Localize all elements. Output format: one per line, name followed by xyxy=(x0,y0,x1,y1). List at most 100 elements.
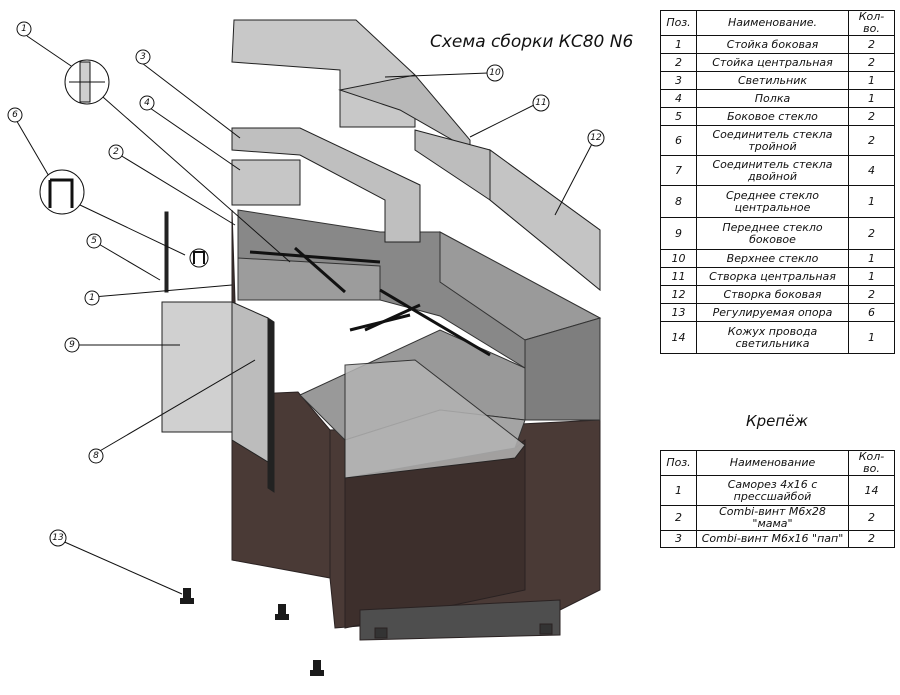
cell-qty: 6 xyxy=(848,303,895,322)
cell-qty: 2 xyxy=(848,107,895,126)
col-qty: Кол-во. xyxy=(848,450,895,476)
cell-name: Переднее стекло боковое xyxy=(696,217,849,250)
detail-bubble-small xyxy=(189,248,209,268)
cell-qty: 2 xyxy=(848,505,895,531)
cell-name: Створка центральная xyxy=(696,267,849,286)
svg-text:6: 6 xyxy=(12,110,18,120)
glass-panels xyxy=(161,19,601,493)
callouts: 1 6 3 4 2 5 1 9 8 10 11 12 13 xyxy=(7,21,605,547)
cell-qty: 1 xyxy=(848,321,895,354)
cell-pos: 14 xyxy=(660,321,697,354)
callout-6: 6 xyxy=(7,107,23,123)
svg-text:8: 8 xyxy=(93,451,99,461)
callout-8: 8 xyxy=(88,448,104,464)
fasteners-table-header: Поз. Наименование Кол-во. xyxy=(660,450,895,476)
cell-name: Боковое стекло xyxy=(696,107,849,126)
cell-pos: 3 xyxy=(660,530,697,548)
cell-name: Верхнее стекло xyxy=(696,249,849,268)
cell-pos: 11 xyxy=(660,267,697,286)
cell-qty: 2 xyxy=(848,35,895,54)
cell-name: Соединитель стекла двойной xyxy=(696,155,849,186)
callout-12: 12 xyxy=(587,129,605,147)
cell-pos: 6 xyxy=(660,125,697,156)
cell-pos: 13 xyxy=(660,303,697,322)
cell-qty: 1 xyxy=(848,249,895,268)
cell-name: Combi-винт М6х28 "мама" xyxy=(696,505,849,531)
cell-pos: 12 xyxy=(660,285,697,304)
col-pos: Поз. xyxy=(660,450,697,476)
cell-name: Кожух провода светильника xyxy=(696,321,849,354)
mechanism-rods xyxy=(249,246,491,357)
col-qty: Кол-во. xyxy=(848,10,895,36)
cell-name: Створка боковая xyxy=(696,285,849,304)
cell-pos: 8 xyxy=(660,185,697,218)
cell-name: Стойка центральная xyxy=(696,53,849,72)
cell-name: Полка xyxy=(696,89,849,108)
cell-pos: 5 xyxy=(660,107,697,126)
cell-name: Combi-винт М6х16 "пап" xyxy=(696,530,849,548)
col-name: Наименование. xyxy=(696,10,849,36)
callout-1: 1 xyxy=(84,290,100,306)
cell-pos: 9 xyxy=(660,217,697,250)
svg-text:1: 1 xyxy=(21,24,27,34)
callout-3: 3 xyxy=(135,49,151,65)
cell-qty: 2 xyxy=(848,530,895,548)
callout-10: 10 xyxy=(486,64,504,82)
svg-text:1: 1 xyxy=(89,293,95,303)
callout-11: 11 xyxy=(532,94,550,112)
svg-text:9: 9 xyxy=(69,340,75,350)
cell-qty: 1 xyxy=(848,185,895,218)
detail-bubble-6 xyxy=(39,169,85,215)
callout-5: 5 xyxy=(86,233,102,249)
cell-name: Стойка боковая xyxy=(696,35,849,54)
cell-pos: 1 xyxy=(660,475,697,506)
cell-pos: 2 xyxy=(660,53,697,72)
svg-text:2: 2 xyxy=(113,147,119,157)
adjustable-feet xyxy=(180,588,324,676)
cell-pos: 3 xyxy=(660,71,697,90)
cell-qty: 14 xyxy=(848,475,895,506)
callout-4: 4 xyxy=(139,95,155,111)
cell-qty: 4 xyxy=(848,155,895,186)
leader-lines xyxy=(14,35,595,595)
cell-qty: 2 xyxy=(848,217,895,250)
cell-pos: 4 xyxy=(660,89,697,108)
cell-name: Среднее стекло центральное xyxy=(696,185,849,218)
svg-text:3: 3 xyxy=(140,52,146,62)
callout-9: 9 xyxy=(64,337,80,353)
cell-qty: 2 xyxy=(848,285,895,304)
drawing-title: Схема сборки КС80 N6 xyxy=(430,32,633,52)
cell-qty: 2 xyxy=(848,125,895,156)
cell-qty: 1 xyxy=(848,71,895,90)
svg-text:12: 12 xyxy=(590,133,602,143)
callout-2: 2 xyxy=(108,144,124,160)
parts-table-header: Поз. Наименование. Кол-во. xyxy=(660,10,895,36)
callout-7: 1 xyxy=(16,21,32,37)
cell-name: Саморез 4x16 с прессшайбой xyxy=(696,475,849,506)
callout-13: 13 xyxy=(49,529,67,547)
svg-text:4: 4 xyxy=(144,98,150,108)
cell-name: Соединитель стекла тройной xyxy=(696,125,849,156)
cell-pos: 1 xyxy=(660,35,697,54)
fasteners-title: Крепёж xyxy=(746,412,808,430)
detail-bubble-7 xyxy=(64,59,110,105)
